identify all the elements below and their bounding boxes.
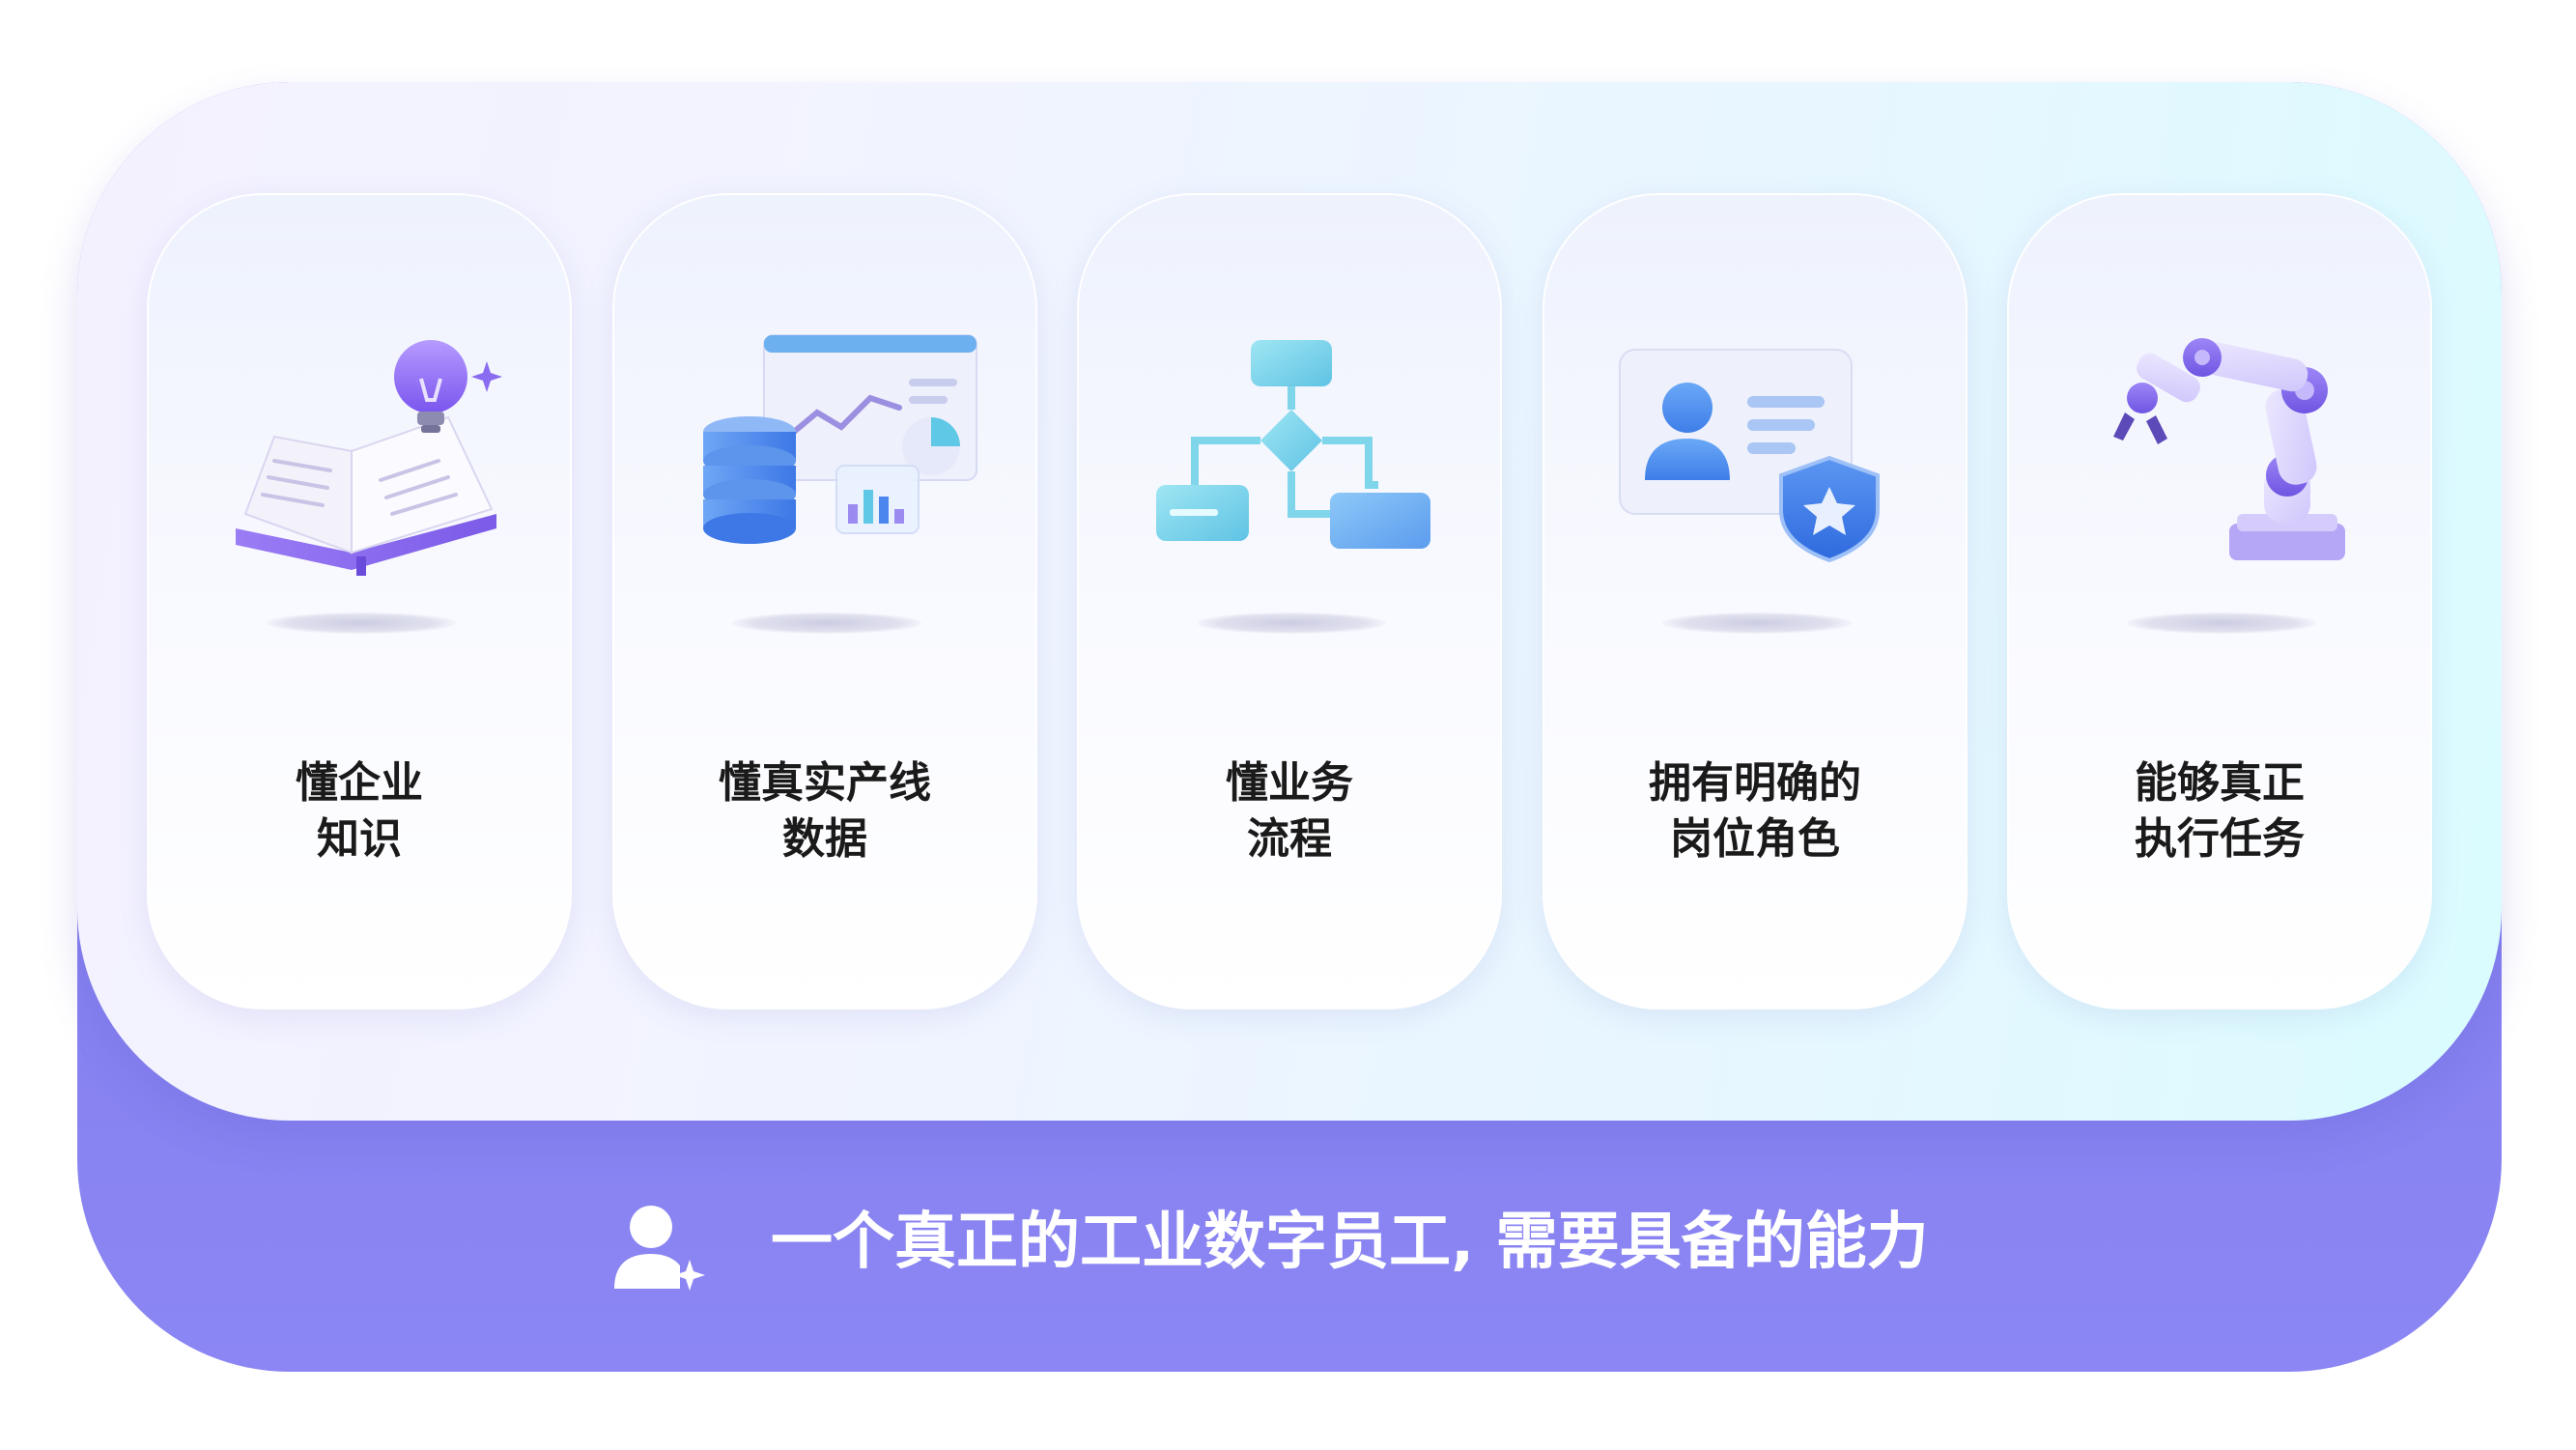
book-lightbulb-icon [207, 321, 516, 591]
card-label-line-1: 懂真实产线 [719, 758, 931, 808]
card-label-line-2: 知识 [317, 814, 402, 864]
icon-shadow [267, 612, 456, 634]
card-label: 能够真正 执行任务 [2009, 755, 2430, 867]
card-label: 懂企业 知识 [149, 755, 570, 867]
icon-shadow [1197, 612, 1386, 634]
card-label-line-2: 执行任务 [2135, 814, 2305, 864]
icon-shadow [2127, 612, 2316, 634]
card-label: 拥有明确的 岗位角色 [1544, 755, 1966, 867]
card-label-line-1: 拥有明确的 [1649, 758, 1861, 808]
card-label-line-1: 懂企业 [296, 758, 423, 808]
card-label-line-2: 数据 [782, 814, 867, 864]
card-label-line-2: 流程 [1247, 814, 1332, 864]
icon-shadow [732, 612, 921, 634]
database-chart-icon [672, 321, 981, 591]
id-card-shield-icon [1602, 321, 1911, 591]
card-business-process: 懂业务 流程 [1077, 193, 1502, 1009]
flowchart-icon [1137, 321, 1446, 591]
user-sparkle-icon [610, 1196, 707, 1293]
card-label: 懂真实产线 数据 [614, 755, 1035, 867]
card-label-line-1: 能够真正 [2135, 758, 2305, 808]
card-enterprise-knowledge: 懂企业 知识 [147, 193, 572, 1009]
robotic-arm-icon [2067, 321, 2376, 591]
card-production-data: 懂真实产线 数据 [612, 193, 1037, 1009]
card-label: 懂业务 流程 [1079, 755, 1500, 867]
bottom-banner: 一个真正的工业数字员工, 需要具备的能力 [0, 1190, 2576, 1296]
card-label-line-1: 懂业务 [1226, 758, 1353, 808]
card-label-line-2: 岗位角色 [1670, 814, 1840, 864]
banner-title: 一个真正的工业数字员工, 需要具备的能力 [771, 1207, 1929, 1278]
icon-shadow [1662, 612, 1852, 634]
card-execute-tasks: 能够真正 执行任务 [2007, 193, 2432, 1009]
card-job-role: 拥有明确的 岗位角色 [1543, 193, 1967, 1009]
